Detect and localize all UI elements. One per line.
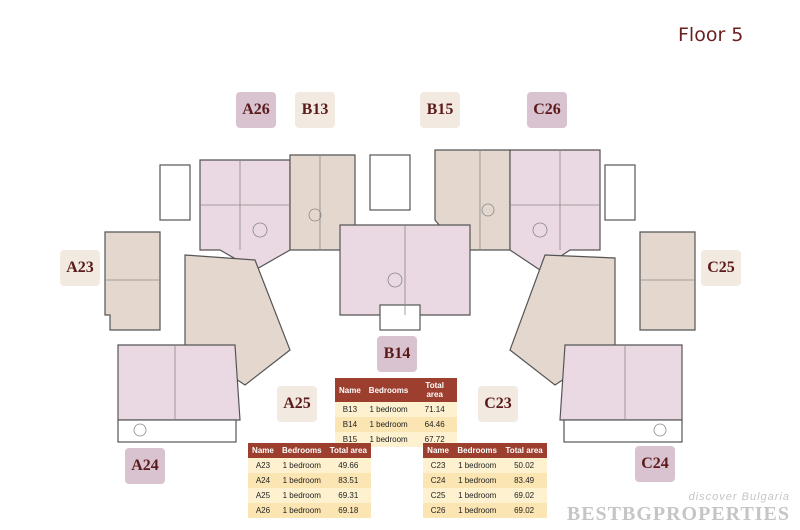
label-c26[interactable]: C26 bbox=[527, 92, 567, 128]
balcony-b14 bbox=[379, 304, 421, 331]
cell-name: C26 bbox=[423, 503, 454, 518]
cell-name: C25 bbox=[423, 488, 454, 503]
cell-bedrooms: 1 bedroom bbox=[277, 503, 326, 518]
cell-bedrooms: 1 bedroom bbox=[364, 402, 413, 417]
cell-area: 64.46 bbox=[412, 417, 457, 432]
label-a24[interactable]: A24 bbox=[125, 448, 165, 484]
cell-name: B14 bbox=[335, 417, 365, 432]
cell-area: 49.66 bbox=[325, 458, 371, 473]
cell-area: 69.02 bbox=[501, 503, 547, 518]
label-c24[interactable]: C24 bbox=[635, 446, 675, 482]
cell-bedrooms: 1 bedroom bbox=[453, 503, 502, 518]
header-total-area: Total area bbox=[325, 443, 371, 458]
apartment-a24 bbox=[117, 344, 241, 421]
apartment-c26 bbox=[509, 149, 601, 271]
cell-area: 71.14 bbox=[412, 402, 457, 417]
stair-center bbox=[369, 154, 411, 211]
header-name: Name bbox=[335, 378, 365, 402]
balcony-a24 bbox=[117, 419, 237, 443]
cell-bedrooms: 1 bedroom bbox=[453, 458, 502, 473]
cell-bedrooms: 1 bedroom bbox=[364, 432, 413, 447]
stair-right bbox=[604, 164, 636, 221]
cell-name: B13 bbox=[335, 402, 365, 417]
apartment-c25 bbox=[639, 231, 696, 331]
cell-name: C23 bbox=[423, 458, 454, 473]
cell-bedrooms: 1 bedroom bbox=[277, 458, 326, 473]
cell-area: 69.31 bbox=[325, 488, 371, 503]
cell-bedrooms: 1 bedroom bbox=[364, 417, 413, 432]
cell-bedrooms: 1 bedroom bbox=[453, 488, 502, 503]
header-bedrooms: Bedrooms bbox=[453, 443, 502, 458]
header-total-area: Total area bbox=[501, 443, 547, 458]
cell-bedrooms: 1 bedroom bbox=[277, 473, 326, 488]
watermark-tagline: discover Bulgaria bbox=[688, 491, 790, 503]
cell-bedrooms: 1 bedroom bbox=[453, 473, 502, 488]
apartment-a23 bbox=[104, 231, 161, 331]
label-a23[interactable]: A23 bbox=[60, 250, 100, 286]
watermark-brand: BESTBGPROPERTIES bbox=[566, 503, 790, 525]
header-name: Name bbox=[423, 443, 454, 458]
cell-name: A26 bbox=[248, 503, 278, 518]
cell-area: 69.02 bbox=[501, 488, 547, 503]
label-a25[interactable]: A25 bbox=[277, 386, 317, 422]
label-b13[interactable]: B13 bbox=[295, 92, 335, 128]
label-c25[interactable]: C25 bbox=[701, 250, 741, 286]
balcony-c24 bbox=[563, 419, 683, 443]
apartment-c24 bbox=[559, 344, 683, 421]
header-bedrooms: Bedrooms bbox=[364, 378, 413, 402]
header-bedrooms: Bedrooms bbox=[277, 443, 326, 458]
label-c23[interactable]: C23 bbox=[478, 386, 518, 422]
cell-area: 69.18 bbox=[325, 503, 371, 518]
cell-bedrooms: 1 bedroom bbox=[277, 488, 326, 503]
cell-area: 50.02 bbox=[501, 458, 547, 473]
header-total-area: Total area bbox=[412, 378, 457, 402]
cell-name: A24 bbox=[248, 473, 278, 488]
cell-name: A23 bbox=[248, 458, 278, 473]
header-name: Name bbox=[248, 443, 278, 458]
label-b15[interactable]: B15 bbox=[420, 92, 460, 128]
cell-area: 83.49 bbox=[501, 473, 547, 488]
cell-area: 83.51 bbox=[325, 473, 371, 488]
label-a26[interactable]: A26 bbox=[236, 92, 276, 128]
cell-name: A25 bbox=[248, 488, 278, 503]
label-b14[interactable]: B14 bbox=[377, 336, 417, 372]
floor-title: Floor 5 bbox=[678, 24, 744, 46]
cell-name: C24 bbox=[423, 473, 454, 488]
stair-left bbox=[159, 164, 191, 221]
apartment-a26 bbox=[199, 159, 291, 271]
watermark: discover Bulgaria BESTBGPROPERTIES bbox=[567, 491, 790, 526]
